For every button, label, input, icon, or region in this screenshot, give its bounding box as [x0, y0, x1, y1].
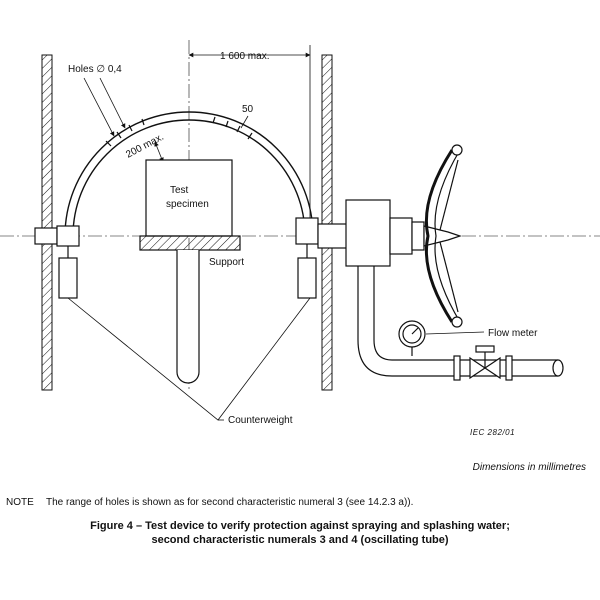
left-pivot: [34, 225, 80, 299]
specimen-label: specimen: [166, 199, 209, 210]
note: NOTE The range of holes is shown as for s…: [6, 497, 596, 508]
test-device-diagram: 1 600 max. Holes ∅ 0,4 200 max. 50 Test …: [0, 40, 600, 426]
test-label: Test: [170, 185, 189, 196]
figure-reference: IEC 282/01: [470, 428, 516, 437]
caption-line-2: second characteristic numerals 3 and 4 (…: [151, 534, 449, 546]
flow-meter-label: Flow meter: [488, 328, 538, 339]
test-specimen: [145, 159, 233, 237]
supply-pipe: [357, 266, 564, 381]
holes-leader: [83, 77, 126, 137]
left-wall: [41, 54, 53, 391]
flow-meter: [398, 320, 426, 356]
dimensions-note: Dimensions in millimetres: [472, 462, 586, 473]
caption-line-1: Figure 4 – Test device to verify protect…: [90, 520, 510, 532]
dim-50-leader: [240, 115, 249, 129]
note-tag: NOTE: [6, 497, 34, 508]
support-label: Support: [209, 257, 244, 268]
counterweight-label: Counterweight: [228, 415, 293, 426]
support: [139, 235, 241, 384]
dimension-1600: [188, 45, 311, 230]
dim-50-label: 50: [242, 104, 254, 115]
right-pivot: [295, 217, 319, 299]
counterweight-leaders: [67, 297, 311, 421]
dim-200-arrow: [154, 141, 164, 163]
drive-coupling: [317, 199, 462, 267]
figure-caption: Figure 4 – Test device to verify protect…: [0, 519, 600, 547]
handwheel: [424, 144, 463, 328]
right-wall: [321, 54, 333, 391]
note-text: The range of holes is shown as for secon…: [46, 497, 414, 508]
flow-meter-leader: [425, 331, 485, 335]
dim-1600-label: 1 600 max.: [220, 51, 269, 62]
oscillating-tube: [64, 111, 314, 237]
holes-label: Holes ∅ 0,4: [68, 64, 122, 75]
